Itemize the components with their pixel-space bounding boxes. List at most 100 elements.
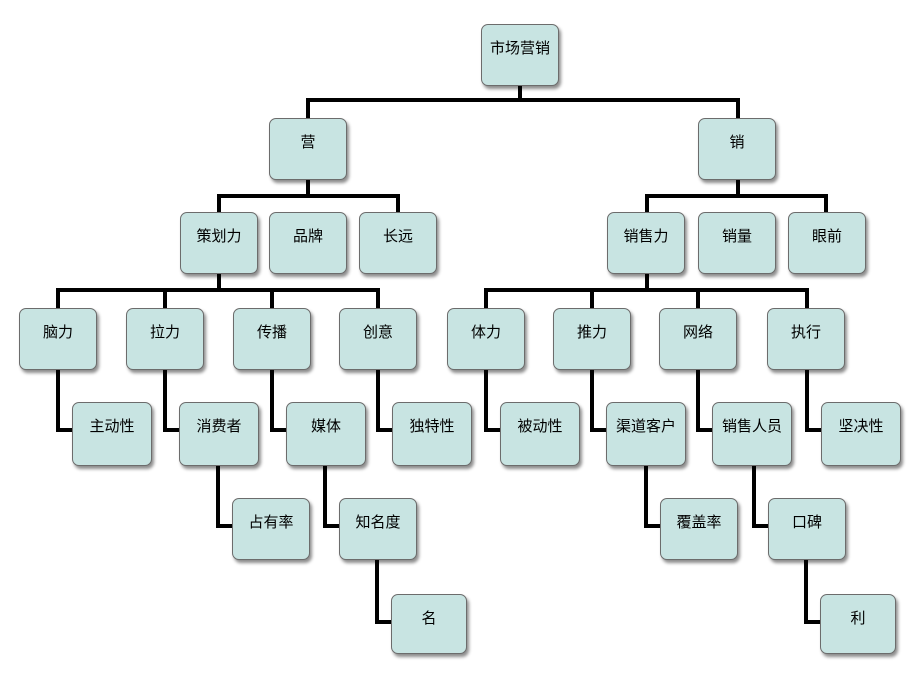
connector <box>270 428 288 432</box>
node-label: 执行 <box>790 323 821 341</box>
connector <box>163 428 181 432</box>
connector <box>484 370 488 432</box>
node-changyuan: 长远 <box>359 212 437 274</box>
node-chuanbo: 传播 <box>233 308 311 370</box>
connector <box>736 180 740 198</box>
connector <box>752 524 770 528</box>
node-xiaofeizhe: 消费者 <box>179 402 259 466</box>
node-label: 营 <box>300 133 316 151</box>
node-label: 利 <box>850 609 866 627</box>
node-zhimingdu: 知名度 <box>339 498 417 560</box>
connector <box>216 466 220 528</box>
node-label: 创意 <box>362 323 393 341</box>
node-wangluo: 网络 <box>659 308 737 370</box>
connector <box>484 288 488 310</box>
connector <box>396 194 400 214</box>
connector <box>217 274 221 292</box>
node-label: 品牌 <box>292 227 323 245</box>
connector <box>56 370 60 432</box>
connector <box>216 524 234 528</box>
node-label: 网络 <box>682 323 713 341</box>
node-ying: 营 <box>269 118 347 180</box>
node-label: 销 <box>729 133 745 151</box>
node-label: 推力 <box>576 323 607 341</box>
connector <box>163 288 167 310</box>
node-xiaoshourenyuan: 销售人员 <box>712 402 792 466</box>
connector <box>56 428 74 432</box>
connector <box>696 370 700 432</box>
connector <box>484 428 502 432</box>
connector <box>645 194 828 198</box>
node-tili: 体力 <box>447 308 525 370</box>
connector <box>306 98 310 120</box>
node-meiti: 媒体 <box>286 402 366 466</box>
connector <box>56 288 60 310</box>
connector <box>56 288 380 292</box>
node-label: 被动性 <box>517 417 563 435</box>
connector <box>805 370 809 432</box>
connector <box>804 560 808 624</box>
node-label: 覆盖率 <box>676 513 722 531</box>
node-label: 消费者 <box>196 417 242 435</box>
node-label: 体力 <box>470 323 501 341</box>
connector <box>323 524 341 528</box>
connector <box>375 620 393 624</box>
connector <box>645 194 649 214</box>
node-beidongxing: 被动性 <box>500 402 580 466</box>
node-root: 市场营销 <box>481 24 559 86</box>
node-xiaoshouli: 销售力 <box>607 212 685 274</box>
node-label: 销售人员 <box>721 417 782 435</box>
connector <box>696 428 714 432</box>
node-label: 销售力 <box>623 227 669 245</box>
connector <box>805 428 823 432</box>
connector <box>306 180 310 198</box>
connector <box>736 98 740 120</box>
connector <box>590 428 608 432</box>
node-label: 渠道客户 <box>615 417 676 435</box>
connector <box>804 620 822 624</box>
node-label: 眼前 <box>811 227 842 245</box>
node-jianjuexing: 坚决性 <box>821 402 901 466</box>
node-pinpai: 品牌 <box>269 212 347 274</box>
node-zhanyoulv: 占有率 <box>232 498 310 560</box>
node-label: 主动性 <box>89 417 135 435</box>
node-tuili: 推力 <box>553 308 631 370</box>
node-label: 策划力 <box>196 227 242 245</box>
node-label: 媒体 <box>310 417 341 435</box>
connector <box>644 466 648 528</box>
node-naoli: 脑力 <box>19 308 97 370</box>
connector <box>696 288 700 310</box>
node-label: 名 <box>421 609 437 627</box>
node-fugailv: 覆盖率 <box>660 498 738 560</box>
connector <box>270 288 274 310</box>
connector <box>217 194 400 198</box>
node-dutexing: 独特性 <box>392 402 472 466</box>
node-zhixing: 执行 <box>767 308 845 370</box>
connector <box>590 288 594 310</box>
node-label: 独特性 <box>409 417 455 435</box>
connector <box>376 370 380 432</box>
connector <box>306 98 740 102</box>
connector <box>590 370 594 432</box>
node-label: 传播 <box>256 323 287 341</box>
node-qudaokehu: 渠道客户 <box>606 402 686 466</box>
connector <box>375 560 379 624</box>
node-label: 占有率 <box>248 513 294 531</box>
connector <box>484 288 809 292</box>
connector <box>518 84 522 102</box>
connector <box>752 466 756 528</box>
node-li: 利 <box>820 594 896 654</box>
connector <box>376 288 380 310</box>
node-label: 长远 <box>382 227 413 245</box>
node-ming: 名 <box>391 594 467 654</box>
connector <box>270 370 274 432</box>
node-label: 口碑 <box>791 513 822 531</box>
connector <box>645 274 649 292</box>
node-xiaoliang: 销量 <box>698 212 776 274</box>
node-yanqian: 眼前 <box>788 212 866 274</box>
connector <box>644 524 662 528</box>
connector <box>323 466 327 528</box>
node-label: 销量 <box>721 227 752 245</box>
node-chuangyi: 创意 <box>339 308 417 370</box>
